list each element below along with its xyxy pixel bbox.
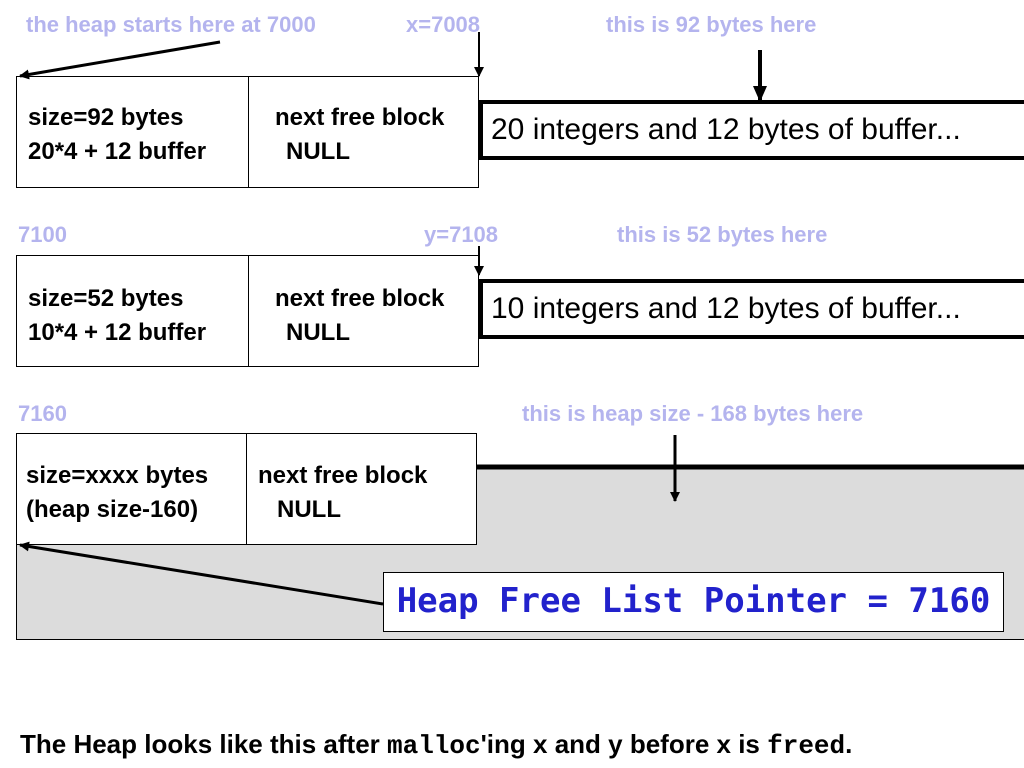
block1-next-value: NULL xyxy=(286,138,350,165)
caption-code-malloc: malloc xyxy=(387,731,481,761)
block3-divider xyxy=(246,434,247,544)
block1-bytes-note: this is 92 bytes here xyxy=(606,12,817,37)
block2-bytes-note: this is 52 bytes here xyxy=(617,222,828,247)
block2-header: size=52 bytes 10*4 + 12 buffer next free… xyxy=(16,255,479,367)
caption: The Heap looks like this after malloc'in… xyxy=(20,726,852,764)
block3-address-note: 7160 xyxy=(18,401,67,426)
y-address-note: y=7108 xyxy=(424,222,499,247)
free-list-pointer-arrow xyxy=(19,541,384,606)
block2-next-label: next free block xyxy=(275,285,445,312)
block1-payload: 20 integers and 12 bytes of buffer... xyxy=(479,100,1024,160)
block2-size-formula: 10*4 + 12 buffer xyxy=(28,319,207,346)
block1-next-label: next free block xyxy=(275,104,445,131)
block1-header: size=92 bytes 20*4 + 12 buffer next free… xyxy=(16,76,479,188)
block2-size-label: size=52 bytes xyxy=(28,285,184,312)
block2-address-note: 7100 xyxy=(18,222,67,247)
heap-start-arrow xyxy=(19,40,221,80)
block1-size-formula: 20*4 + 12 buffer xyxy=(28,138,207,165)
caption-text-3: . xyxy=(845,729,853,759)
block3-next-label: next free block xyxy=(258,462,428,489)
caption-text-2: 'ing x and y before x is xyxy=(480,729,768,759)
block3-bytes-note: this is heap size - 168 bytes here xyxy=(522,401,864,426)
x-address-note: x=7008 xyxy=(406,12,481,37)
heap-start-note: the heap starts here at 7000 xyxy=(26,12,316,37)
block1-divider xyxy=(248,77,249,187)
block1-size-label: size=92 bytes xyxy=(28,104,184,131)
block2-divider xyxy=(248,256,249,366)
block3-header: size=xxxx bytes (heap size-160) next fre… xyxy=(16,433,477,545)
block3-next-value: NULL xyxy=(277,496,341,523)
block3-size-formula: (heap size-160) xyxy=(26,496,199,523)
free-list-pointer-box: Heap Free List Pointer = 7160 xyxy=(383,572,1004,632)
block2-payload: 10 integers and 12 bytes of buffer... xyxy=(479,279,1024,339)
caption-code-freed: freed xyxy=(767,731,846,761)
block3-size-label: size=xxxx bytes xyxy=(26,462,209,489)
caption-text-1: The Heap looks like this after xyxy=(20,729,387,759)
block2-next-value: NULL xyxy=(286,319,350,346)
